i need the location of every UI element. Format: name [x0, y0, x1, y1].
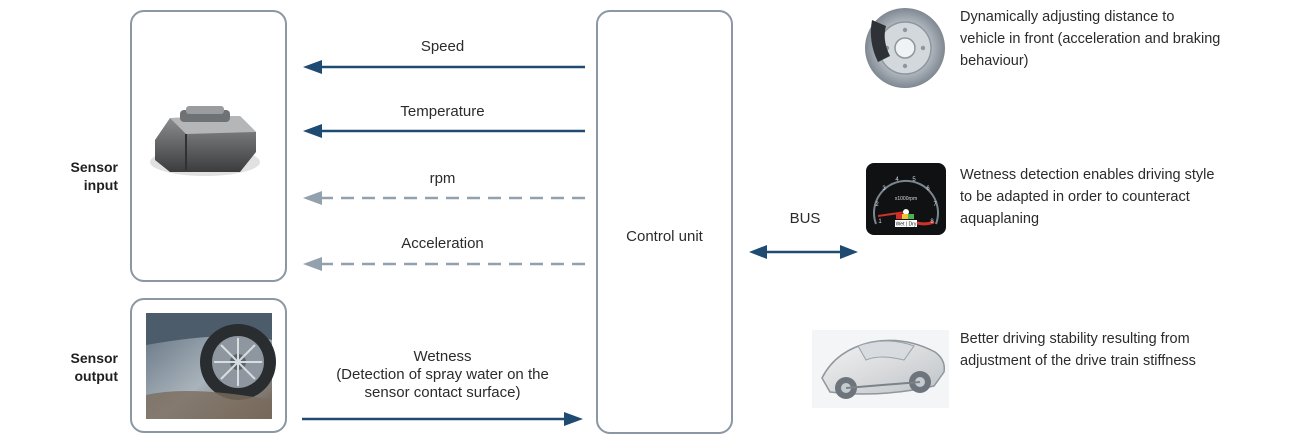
- sensor-input-label: Sensor input: [70, 159, 118, 193]
- control-unit-box: [596, 10, 733, 434]
- wet-tire-photo: [146, 313, 276, 419]
- brake-disc-icon: [865, 8, 945, 88]
- arrow-wetness: [302, 412, 583, 426]
- gauge-tick-6: 6: [926, 186, 930, 192]
- arrow-rpm: [303, 191, 585, 205]
- control-unit-label: Control unit: [626, 228, 703, 245]
- effect-text-gauge: Wetness detection enables driving style …: [960, 167, 1215, 227]
- gauge-tick-4: 4: [895, 177, 899, 183]
- gauge-tick-1: 1: [878, 219, 882, 225]
- gauge-tick-3: 3: [882, 186, 886, 192]
- gauge-tick-7: 7: [933, 202, 937, 208]
- car-chassis-icon: [812, 330, 949, 408]
- signal-label-rpm: rpm: [429, 170, 456, 187]
- arrow-temperature: [303, 124, 585, 138]
- gauge-unit-label: x1000rpm: [895, 196, 917, 202]
- rpm-gauge-icon: 1 2 3 4 5 6 7 8 x1000rpm Wet | Dry: [866, 163, 946, 235]
- arrow-speed: [303, 60, 585, 74]
- gauge-wet-dry-label: Wet | Dry: [896, 222, 917, 228]
- wetness-title: Wetness: [413, 348, 472, 365]
- gauge-tick-2: 2: [875, 202, 879, 208]
- wetness-detail-line2: sensor contact surface): [364, 384, 521, 401]
- bus-label: BUS: [789, 210, 821, 227]
- gauge-tick-8: 8: [930, 219, 934, 225]
- bus-arrow: [749, 245, 858, 259]
- sensor-output-label: Sensor output: [70, 350, 118, 384]
- gauge-tick-5: 5: [912, 177, 916, 183]
- sensor-component-image: [150, 106, 260, 176]
- effect-text-brake: Dynamically adjusting distance to vehicl…: [960, 9, 1221, 69]
- effect-text-car: Better driving stability resulting from …: [960, 331, 1196, 369]
- signal-label-wetness: Wetness (Detection of spray water on the…: [300, 348, 585, 402]
- signal-label-temperature: Temperature: [400, 103, 485, 120]
- wetness-detail-line1: (Detection of spray water on the: [336, 366, 549, 383]
- arrow-acceleration: [303, 257, 585, 271]
- signal-label-acceleration: Acceleration: [401, 235, 484, 252]
- signal-label-speed: Speed: [420, 38, 465, 55]
